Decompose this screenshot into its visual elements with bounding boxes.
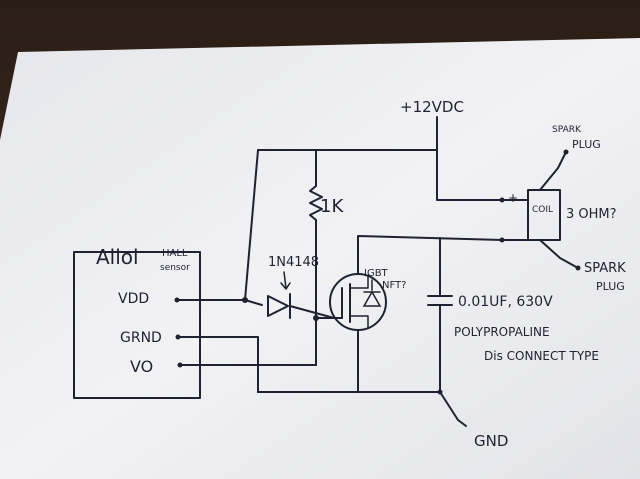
gnd-wire: [439, 391, 467, 427]
drain-wire: [357, 235, 503, 275]
resistor-1k: [309, 185, 323, 221]
spark-plug-bottom-lead: [539, 239, 579, 269]
transistor-drain-lead: [349, 275, 369, 289]
capacitor-type-2: Dis CONNECT TYPE: [484, 349, 599, 363]
hall-sensor-box: [73, 251, 201, 399]
transistor-body-diode: [362, 290, 382, 307]
coil-resistance-label: 3 OHM?: [566, 207, 617, 222]
transistor-label-1: IGBT: [364, 268, 389, 279]
sensor-subtitle-2: sensor: [160, 263, 190, 273]
diode-label-arrowhead: [280, 282, 291, 290]
spark-plug-top-label-2: PLUG: [572, 138, 601, 151]
ignition-coil: [527, 189, 561, 241]
supply-to-coil-wire: [436, 149, 503, 201]
transistor-source-lead: [349, 315, 369, 329]
sensor-title: Allol: [96, 245, 139, 269]
spark-plug-top-label-1: SPARK: [552, 125, 582, 135]
pin-grnd-label: GRND: [120, 330, 162, 346]
diode-label-arrow: [283, 271, 287, 289]
spark-plug-top-terminal: [563, 149, 569, 155]
resistor-label: 1K: [320, 196, 344, 217]
diode-right-wire: [289, 305, 335, 319]
pin-vdd-label: VDD: [118, 291, 149, 307]
spark-plug-bottom-label-2: PLUG: [596, 280, 625, 293]
diode-left-wire: [244, 299, 263, 306]
spark-plug-bottom-label-1: SPARK: [584, 261, 626, 276]
capacitor-type-1: POLYPROPALINE: [454, 325, 550, 339]
coil-label: COIL: [532, 205, 553, 215]
pin-vo-label: VO: [130, 357, 153, 376]
sensor-subtitle-1: HALL: [162, 248, 188, 259]
vdd-vertical-wire: [244, 149, 259, 301]
paper-sheet: [0, 38, 640, 479]
diode-label: 1N4148: [268, 255, 319, 270]
circuit-schematic: +12VDC + 1K Allol HALL sensor VDD GRND V…: [73, 98, 626, 450]
capacitor-label: 0.01UF, 630V: [458, 294, 553, 310]
spark-plug-bottom-terminal: [575, 265, 581, 271]
supply-label: +12VDC: [400, 98, 464, 116]
ground-label: GND: [474, 432, 508, 450]
coil-plus-label: +: [508, 191, 518, 205]
transistor-label-2: NFT?: [382, 280, 406, 291]
diode-1n4148: [267, 295, 289, 317]
spark-plug-top-lead: [539, 151, 567, 191]
